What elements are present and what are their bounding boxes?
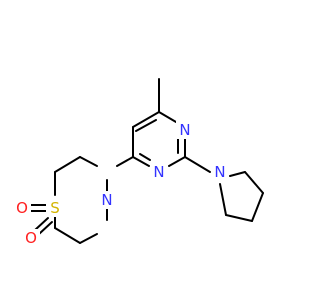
bond-pyrrolidine-c3-c4	[244, 171, 264, 194]
molecule-structure: N N N N S O O	[13, 78, 264, 247]
bond-pyrrolidine-n-c1	[219, 183, 227, 216]
atom-label-n-pyrrolidine: N	[214, 163, 225, 181]
bond-c4-nlink	[116, 156, 134, 167]
bond-ch2-nlink-bottom	[79, 233, 98, 244]
atom-n-link: N	[98, 191, 116, 209]
atom-labels: N N N N S O O	[13, 121, 229, 247]
bond-ring-c6-c5	[132, 111, 160, 128]
bond-ring-n1-c6	[158, 111, 177, 123]
bond-s-o2	[34, 217, 49, 231]
bond-ring-c4-n3-double	[139, 153, 151, 161]
atom-s-sulfone: S	[46, 199, 64, 217]
bond-nlink-ch2-top	[79, 156, 98, 167]
atom-o-sulfone-2: O	[22, 229, 40, 247]
atom-label-o-sulfone-2: O	[25, 229, 37, 247]
bond-ring-c4-n3	[132, 156, 150, 167]
atom-n-pyrrolidine: N	[211, 163, 229, 181]
atom-o-sulfone-1: O	[13, 199, 31, 217]
atom-n-pyrimidine-a: N	[176, 121, 194, 139]
bond-ch2-ch2-top	[54, 156, 81, 173]
bond-s-o2-double	[38, 221, 53, 235]
atom-label-n-pyrimidine-a: N	[179, 121, 190, 139]
atom-label-n-link: N	[101, 191, 112, 209]
atom-n-pyrimidine-b: N	[150, 163, 168, 181]
bond-pyrrolidine-c4-n	[229, 171, 246, 177]
bonds	[29, 78, 264, 244]
atom-label-n-pyrimidine-b: N	[153, 163, 164, 181]
atom-label-o-sulfone-1: O	[16, 199, 28, 217]
bond-ring-c6-c5-double	[135, 119, 157, 132]
atom-label-s-sulfone: S	[50, 199, 60, 217]
bond-ch2-ch2-bottom	[54, 227, 81, 244]
bond-c2-npyrrolidine	[184, 156, 211, 173]
bond-pyrrolidine-c1-c2	[225, 214, 253, 222]
bond-ring-n3-c2	[168, 156, 186, 167]
bond-pyrrolidine-c2-c3	[251, 192, 264, 222]
